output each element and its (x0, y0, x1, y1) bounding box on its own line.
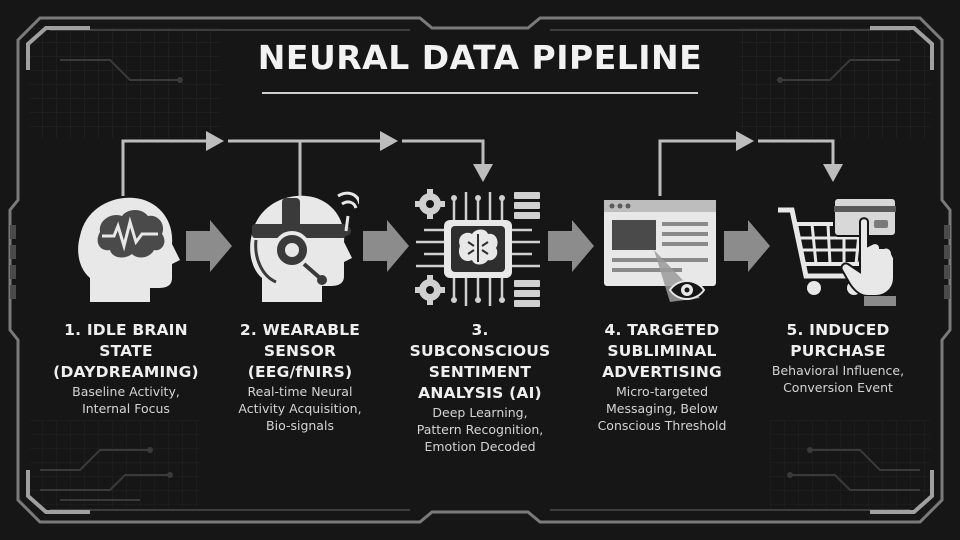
title-underline (262, 92, 698, 94)
arrow-right-icon (363, 220, 409, 272)
connector-arrowhead-5 (823, 164, 843, 182)
step-2: 2. WEARABLE SENSOR (EEG/fNIRS) Real-time… (214, 320, 386, 434)
connector-arrowhead-2 (380, 131, 398, 151)
ai-chip-brain-icon (415, 189, 540, 307)
browser-eye-icon (604, 200, 716, 302)
step-description: Real-time Neural Activity Acquisition, B… (238, 384, 362, 433)
step-description: Deep Learning, Pattern Recognition, Emot… (416, 405, 544, 454)
step-description: Micro-targeted Messaging, Below Consciou… (597, 384, 727, 433)
gear-icon (415, 189, 445, 219)
step-title: 5. INDUCED PURCHASE (786, 321, 890, 360)
cart-card-hand-icon (778, 197, 897, 306)
step-title: 2. WEARABLE SENSOR (EEG/fNIRS) (239, 321, 361, 381)
connector-arrowhead-3 (473, 164, 493, 182)
step-1: 1. IDLE BRAIN STATE (DAYDREAMING) Baseli… (40, 320, 212, 417)
connector-line-1 (121, 139, 208, 196)
arrow-right-icon (186, 220, 232, 272)
step-description: Behavioral Influence, Conversion Event (771, 363, 905, 395)
step-5: 5. INDUCED PURCHASE Behavioral Influence… (752, 320, 924, 396)
arrow-right-icon (548, 220, 594, 272)
server-icon (514, 192, 540, 307)
connector-arrowhead-1 (206, 131, 224, 151)
step-description: Baseline Activity, Internal Focus (72, 384, 180, 416)
arrow-right-icon (724, 220, 770, 272)
headset-sensor-icon (250, 191, 359, 302)
step-3: 3. SUBCONSCIOUS SENTIMENT ANALYSIS (AI) … (394, 320, 566, 455)
step-title: 4. TARGETED SUBLIMINAL ADVERTISING (602, 321, 722, 381)
gear-icon (415, 275, 445, 305)
connector-line-5 (658, 139, 738, 196)
step-title: 1. IDLE BRAIN STATE (DAYDREAMING) (53, 321, 199, 381)
step-4: 4. TARGETED SUBLIMINAL ADVERTISING Micro… (576, 320, 748, 434)
page-title: NEURAL DATA PIPELINE (257, 38, 703, 77)
brain-head-icon (78, 197, 180, 302)
connector-line-4 (402, 139, 485, 166)
connector-arrowhead-4 (736, 131, 754, 151)
connector-line-6 (758, 139, 835, 166)
step-title: 3. SUBCONSCIOUS SENTIMENT ANALYSIS (AI) (409, 321, 551, 402)
